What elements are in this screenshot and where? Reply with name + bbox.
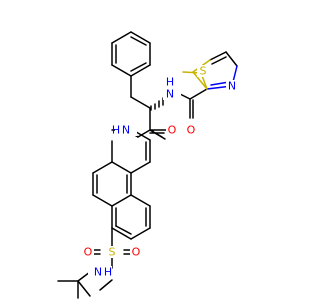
atom-symbol: N [94, 266, 102, 279]
atom-symbol: S [109, 246, 116, 259]
atom-labels: N H O S N N H O S O [82, 65, 238, 279]
top-amide-bonds [177, 88, 208, 119]
stereo-hash-bond [150, 97, 164, 111]
atom-n-amide-mid: N H [112, 124, 137, 137]
molecule-structure: N H O S N N H O S O [57, 31, 238, 299]
atom-n-thiazole: N [226, 80, 238, 93]
atom-s-sulfonyl: S [106, 246, 118, 259]
atom-n-sulfonamide: N H [88, 266, 112, 279]
atom-symbol: S [200, 65, 207, 78]
atom-symbol: N [228, 80, 236, 93]
atom-symbol: O [187, 124, 196, 137]
atom-symbol: O [132, 246, 141, 259]
atom-symbol: O [168, 124, 177, 137]
atom-hydrogen: H [112, 124, 120, 137]
atom-n-amide-top: N H [163, 76, 181, 101]
atom-symbol: N [166, 88, 174, 101]
sulfonamide-bonds [93, 227, 131, 291]
atom-o-sulfonyl-right: O [130, 246, 142, 259]
naphthalene-ring [92, 128, 151, 240]
atom-symbol: N [122, 124, 130, 137]
atom-o-amide-top: O [185, 124, 197, 137]
atom-hydrogen: H [104, 266, 112, 279]
atom-o-sulfonyl-left: O [82, 246, 94, 259]
tert-butyl-bonds [57, 271, 91, 299]
atom-hydrogen: H [166, 76, 174, 89]
atom-symbol: O [84, 246, 93, 259]
atom-o-amide-mid: O [166, 124, 178, 137]
phenyl-ring [111, 31, 151, 77]
atom-s-thiazole: S [197, 65, 209, 78]
